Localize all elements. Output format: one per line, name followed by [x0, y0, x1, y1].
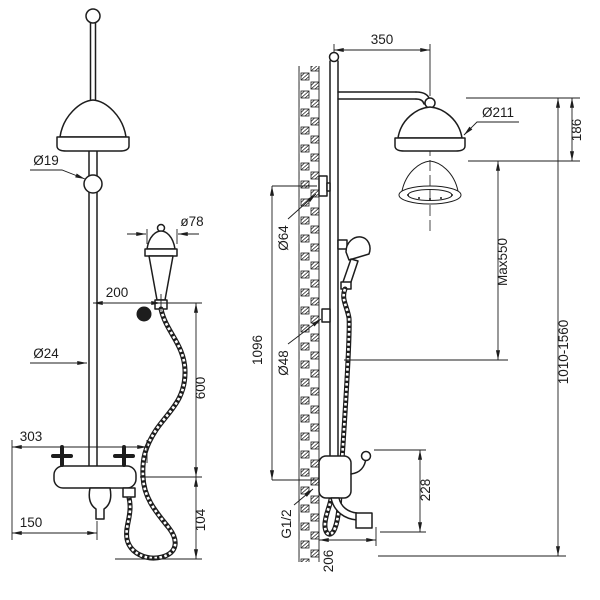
- slider-bracket: [321, 308, 331, 323]
- dim-label-600: 600: [193, 377, 208, 400]
- dim-label-o64: Ø64: [276, 225, 291, 251]
- front-mixer: [51, 445, 137, 520]
- dim-label-max550: Max550: [495, 238, 510, 286]
- dim-label-104: 104: [193, 508, 208, 531]
- dim-bracket-diameter: Ø48: [276, 318, 322, 376]
- dim-label-1010-1560: 1010-1560: [556, 320, 571, 385]
- dim-handshower-offset: 200: [93, 285, 202, 311]
- side-hand-shower: [337, 236, 371, 290]
- dim-spout-drop: 104: [115, 477, 208, 560]
- dim-handshower-diameter: ø78: [127, 214, 204, 244]
- dim-label-228: 228: [418, 479, 433, 502]
- dim-connection-thread: G1/2: [279, 488, 314, 539]
- dim-label-350: 350: [371, 32, 394, 47]
- dim-label-186: 186: [569, 119, 584, 142]
- front-view: Ø19 ø78 200 600 104 Ø24: [11, 8, 208, 561]
- dim-mixer-span: 303: [11, 429, 148, 540]
- hose-hook-knob: [136, 306, 152, 322]
- dim-label-o48: Ø48: [276, 350, 291, 376]
- dim-head-drop: 186: [466, 97, 584, 162]
- side-mixer: [318, 450, 373, 529]
- dim-max-adjust: Max550: [344, 161, 510, 361]
- dim-label-o211: Ø211: [482, 105, 514, 120]
- shower-arm: [337, 91, 431, 105]
- dim-label-200: 200: [106, 285, 129, 300]
- dim-label-o24: Ø24: [33, 346, 59, 361]
- spout-outlet: [355, 512, 373, 529]
- dim-label-o78: ø78: [180, 214, 203, 229]
- side-overhead-shower-head: [394, 97, 466, 152]
- dim-head-diameter: Ø211: [463, 105, 519, 136]
- dim-label-g12: G1/2: [279, 509, 294, 538]
- wall-flange: [318, 175, 328, 197]
- dim-label-o19: Ø19: [33, 153, 59, 168]
- dim-label-150: 150: [20, 515, 43, 530]
- dim-spout-projection: 206: [319, 527, 377, 573]
- mixer-left-handle: [51, 445, 73, 467]
- mixer-right-handle: [113, 445, 135, 467]
- dim-mixer-height: 228: [374, 449, 433, 533]
- wall-section: [298, 66, 320, 562]
- dim-top-pipe-diameter: Ø19: [30, 153, 86, 180]
- dim-riser-pipe-diameter: Ø24: [30, 346, 87, 366]
- dim-height-range: 1010-1560: [378, 98, 571, 557]
- mixer-lever-knob: [360, 450, 372, 462]
- dim-arm-reach: 350: [333, 32, 431, 96]
- side-riser-pipe: [318, 51, 340, 457]
- hose-connection-nut: [122, 487, 136, 498]
- dim-label-206: 206: [321, 550, 336, 573]
- dim-label-1096: 1096: [250, 335, 265, 365]
- ball-joint: [83, 174, 103, 194]
- dim-riser-drop: 600: [140, 303, 208, 478]
- dim-flange-diameter: Ø64: [276, 193, 317, 251]
- mixer-spout: [88, 487, 112, 520]
- dim-label-303: 303: [20, 429, 43, 444]
- front-riser-pipe: [83, 8, 103, 467]
- side-overhead-shower-head-lowered: [398, 160, 462, 205]
- dim-spout-reach: 150: [12, 515, 98, 540]
- front-shower-hose: [124, 306, 188, 561]
- dim-column-length: 1096: [250, 185, 317, 481]
- front-overhead-shower-head: [56, 99, 130, 152]
- side-view: 350 Ø211 186 Max550 1010-1560 1096: [250, 32, 584, 572]
- side-mixer-spout: [330, 497, 358, 521]
- front-hand-shower: [144, 223, 178, 310]
